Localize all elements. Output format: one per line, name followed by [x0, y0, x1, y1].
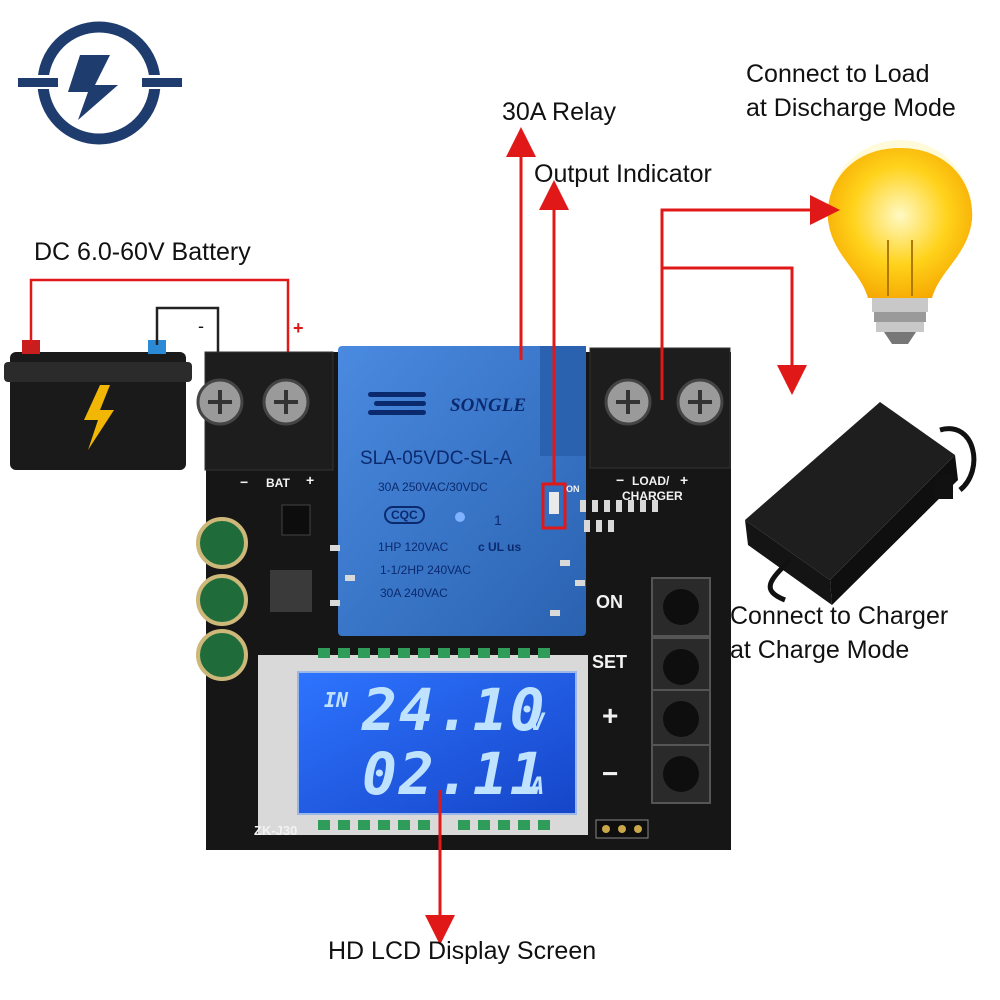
- lcd-current-unit: A: [530, 772, 545, 800]
- logo-icon: [18, 21, 182, 145]
- relay-cert: CQC: [384, 506, 425, 524]
- relay-rating1: 30A 250VAC/30VDC: [378, 480, 488, 494]
- lcd-voltage-value: 24.10: [362, 676, 547, 744]
- output-indicator-callout: Output Indicator: [534, 160, 712, 188]
- battery-positive-wire: [29, 278, 290, 398]
- load-label: LOAD/: [632, 474, 670, 488]
- on-led-label: ON: [566, 484, 580, 494]
- charger-callout-line2: at Charge Mode: [730, 636, 910, 664]
- load-plus-label: +: [680, 472, 689, 488]
- capacitors: [196, 517, 248, 681]
- bat-label: BAT: [266, 476, 290, 490]
- set-button-label: SET: [592, 652, 628, 672]
- relay-hp1: 1HP 120VAC: [378, 540, 449, 554]
- load-callout-line2: at Discharge Mode: [746, 94, 956, 122]
- plus-button-label: +: [602, 700, 619, 731]
- charger-adapter-icon: [745, 402, 977, 605]
- inductor: [270, 570, 312, 612]
- charger-callout-line1: Connect to Charger: [730, 602, 949, 630]
- relay-ul: c UL us: [478, 540, 522, 554]
- minus-button-label: −: [602, 758, 619, 789]
- battery-icon: [4, 340, 192, 470]
- relay-callout: 30A Relay: [502, 98, 616, 126]
- battery-plus-label: +: [293, 318, 304, 338]
- smd-components: [330, 500, 658, 616]
- relay-hp2: 1-1/2HP 240VAC: [380, 563, 471, 577]
- relay-rating2: 30A 240VAC: [380, 586, 448, 600]
- load-minus-label: −: [616, 472, 625, 488]
- battery-callout: DC 6.0-60V Battery: [34, 238, 251, 266]
- load-terminal-block: [589, 347, 731, 469]
- charger-arrow: [662, 266, 807, 395]
- board-buttons: [651, 577, 711, 804]
- header-pins: [595, 819, 649, 839]
- bat-plus-label: +: [306, 472, 315, 488]
- model-label: ZK-J30: [254, 823, 298, 838]
- lcd-pins: [318, 648, 550, 830]
- load-callout-line1: Connect to Load: [746, 60, 930, 88]
- bat-minus-label: −: [240, 474, 249, 490]
- lcd-callout: HD LCD Display Screen: [328, 937, 597, 965]
- lcd-voltage-unit: V: [530, 708, 545, 736]
- light-bulb-icon: [827, 140, 973, 344]
- on-button-label: ON: [596, 592, 623, 612]
- relay-brand: SONGLE: [450, 395, 527, 416]
- battery-minus-label: -: [198, 316, 204, 336]
- lcd-module: [258, 655, 588, 835]
- battery-terminal-block: [196, 351, 334, 471]
- relay-model: SLA-05VDC-SL-A: [360, 448, 513, 469]
- relay: [338, 346, 586, 636]
- relay-num: 1: [494, 512, 502, 528]
- chip: [281, 504, 311, 536]
- load-arrow: [660, 195, 840, 400]
- lcd-in-label: IN: [324, 688, 349, 712]
- lcd-current-value: 02.11: [362, 740, 547, 808]
- charger-label: CHARGER: [622, 489, 683, 503]
- songle-logo-icon: [368, 388, 426, 420]
